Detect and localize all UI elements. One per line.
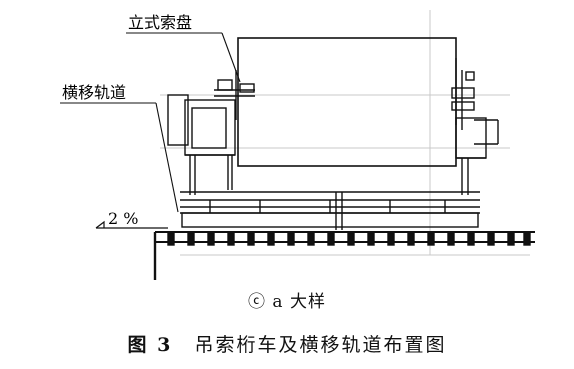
- label-transverse-rail: 横移轨道: [62, 83, 126, 102]
- figure-caption: 图 3 吊索桁车及横移轨道布置图: [0, 330, 574, 357]
- label-cable-coil: 立式索盘: [128, 13, 192, 32]
- subcaption-text: a 大样: [272, 292, 326, 312]
- left-frame: [167, 94, 236, 195]
- cable-coil: [237, 37, 457, 167]
- guide-lines: [160, 10, 530, 256]
- transverse-rail-track: [153, 231, 535, 280]
- right-frame: [455, 117, 487, 195]
- slope-indicator: [95, 220, 168, 229]
- coil-spindle-left: [214, 70, 255, 120]
- figure-number: 图 3: [127, 334, 173, 356]
- platform: [180, 191, 480, 230]
- leader-lines: [60, 32, 241, 213]
- label-slope: 2 %: [108, 209, 138, 228]
- figure-title: 吊索桁车及横移轨道布置图: [194, 334, 447, 356]
- subcaption: ⓒ a 大样: [0, 287, 574, 312]
- detail-symbol: ⓒ: [248, 292, 267, 312]
- right-mechanism: [451, 58, 499, 145]
